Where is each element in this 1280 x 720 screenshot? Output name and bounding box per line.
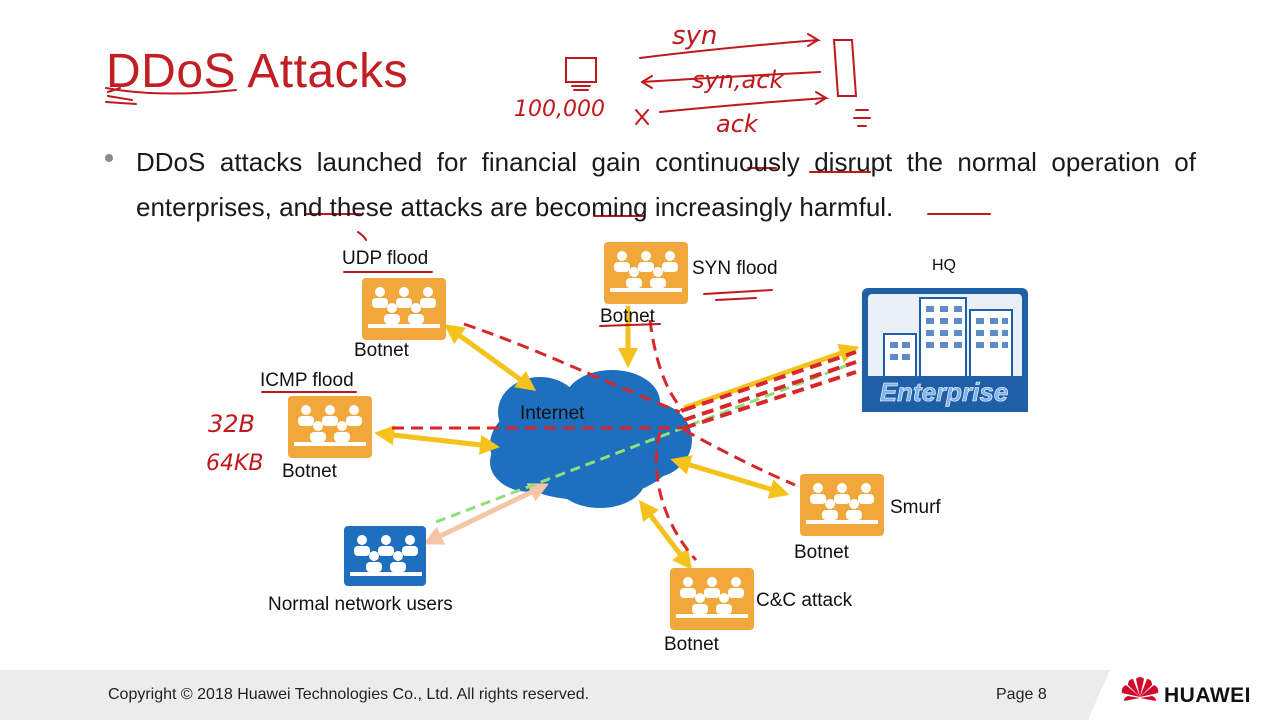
page-number: Page 8: [996, 686, 1047, 703]
normal-users-label: Normal network users: [268, 594, 453, 615]
enterprise-label: Enterprise: [880, 377, 1009, 407]
botnet-icmp-icon: [288, 396, 372, 458]
normal-users-icon: [344, 526, 426, 586]
enterprise-building-icon: [862, 288, 1028, 412]
botnet-label: Botnet: [354, 340, 409, 361]
botnet-syn-icon: [604, 242, 688, 304]
botnet-label: Botnet: [664, 634, 719, 655]
attack-arrows: [374, 306, 860, 570]
copyright-text: Copyright © 2018 Huawei Technologies Co.…: [108, 686, 590, 703]
hq-label: HQ: [932, 257, 956, 274]
normal-traffic-arrow: [422, 483, 550, 545]
botnet-smurf-icon: [800, 474, 884, 536]
cc-attack-label: C&C attack: [756, 590, 853, 611]
svg-text:100,000: 100,000: [514, 97, 605, 122]
handwritten-annotations: [105, 33, 991, 393]
icmp-flood-label: ICMP flood: [260, 370, 354, 391]
bullet-icon: [105, 154, 113, 162]
slide-title: DDoS Attacks: [106, 45, 409, 98]
botnet-label: Botnet: [600, 306, 655, 327]
botnet-cc-icon: [670, 568, 754, 630]
huawei-brand: HUAWEI: [1164, 684, 1251, 707]
svg-text:64KB: 64KB: [206, 451, 264, 476]
handwritten-text: syn syn,ack ack 100,000 32B 64KB: [206, 21, 784, 476]
svg-text:ack: ack: [716, 110, 759, 138]
svg-text:syn: syn: [672, 21, 717, 51]
smurf-label: Smurf: [890, 497, 941, 518]
botnet-label: Botnet: [282, 461, 337, 482]
attack-traffic-lines: [392, 319, 857, 562]
footer-logo-area: [1088, 670, 1280, 720]
internet-label: Internet: [520, 403, 585, 424]
botnet-udp-icon: [362, 278, 446, 340]
svg-text:syn,ack: syn,ack: [692, 66, 784, 94]
normal-traffic-line: [435, 360, 857, 524]
udp-flood-label: UDP flood: [342, 248, 429, 269]
botnet-label: Botnet: [794, 542, 849, 563]
svg-text:32B: 32B: [208, 410, 255, 438]
bullet-text: DDoS attacks launched for financial gain…: [136, 147, 1196, 222]
footer-bar: [0, 670, 1280, 720]
syn-flood-label: SYN flood: [692, 258, 778, 279]
